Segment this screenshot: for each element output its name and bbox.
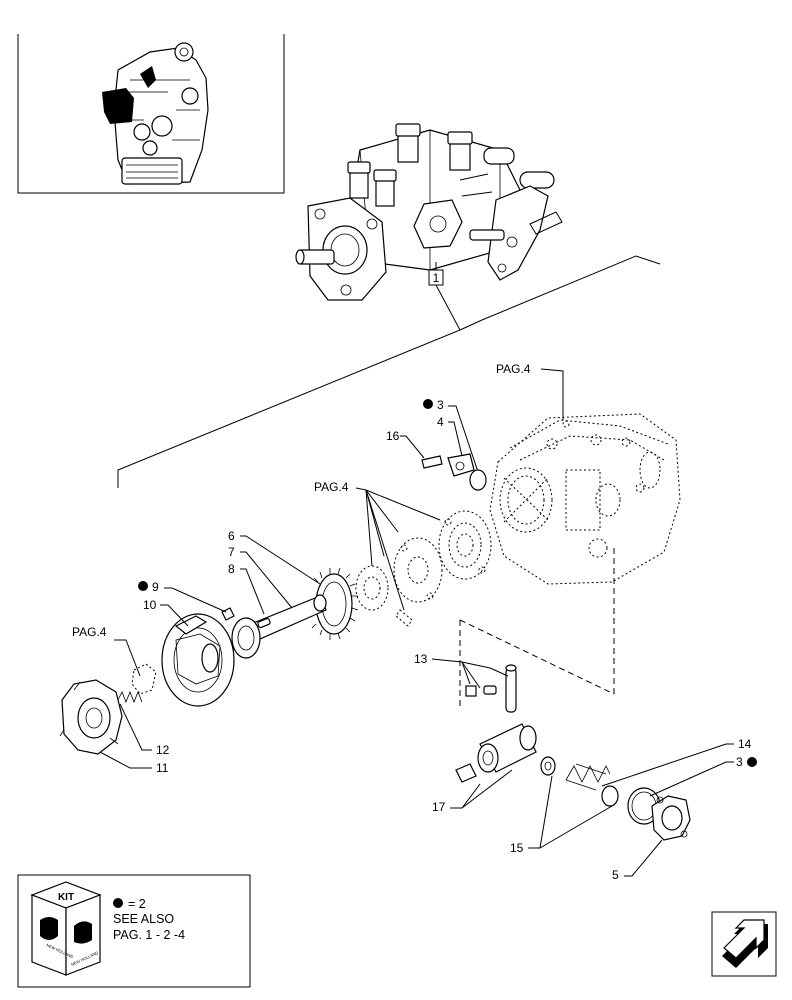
- engine-thumbnail: [102, 42, 209, 185]
- callout-label: 8: [228, 562, 235, 576]
- spring-part: [565, 763, 611, 791]
- kit-badge: KIT: [58, 892, 74, 903]
- callout-label: 5: [612, 868, 619, 882]
- callout-label: 4: [437, 415, 444, 429]
- kit-legend-line1: = 2: [128, 897, 146, 911]
- end-cap-part: [651, 795, 691, 841]
- filled-circle-icon: [113, 898, 123, 908]
- governor-cover: [59, 679, 123, 755]
- inset-frame: [17, 34, 285, 194]
- governor-weights: [161, 613, 235, 707]
- callout-label: 17: [432, 800, 446, 814]
- washer-small-part: [601, 785, 619, 807]
- engine-inset: [17, 34, 285, 194]
- page-ref-middle: PAG.4: [314, 480, 441, 611]
- page-ref-label: PAG.4: [314, 480, 349, 494]
- callout-label: 7: [228, 545, 235, 559]
- screw-part: [465, 685, 497, 697]
- callout-label: 6: [228, 529, 235, 543]
- drive-shaft: [221, 594, 327, 659]
- page-ref-label: PAG.4: [72, 625, 107, 639]
- callout-label: 3: [437, 398, 444, 412]
- callout-label: 9: [152, 580, 159, 594]
- callout-label: 14: [738, 737, 752, 751]
- page-ref-top: PAG.4: [496, 362, 564, 420]
- callout-7: 7: [228, 545, 293, 609]
- callout-10: 10: [143, 598, 189, 627]
- callout-14: 14: [601, 737, 752, 787]
- callout-3a: 3: [423, 398, 479, 473]
- washer-part: [540, 756, 556, 776]
- callout-11: 11: [99, 751, 169, 775]
- callout-label: 13: [414, 652, 428, 666]
- pin-part: [505, 664, 517, 713]
- kit-legend: KIT NEW HOLLAND NEW HOLLAND = 2 SEE ALSO…: [17, 874, 251, 988]
- callout-3b: 3: [649, 755, 757, 797]
- callout-label: 15: [510, 841, 524, 855]
- page-ref-left: PAG.4: [72, 625, 141, 677]
- pump-housing-dotted: [489, 413, 681, 585]
- callout-16: 16: [386, 429, 425, 459]
- callout-17: 17: [432, 769, 513, 814]
- next-page-arrow-icon: [722, 919, 768, 968]
- small-flange-part: [421, 453, 487, 491]
- callout-6: 6: [228, 529, 321, 585]
- callout-9: 9: [138, 580, 227, 613]
- callout-12: 12: [119, 703, 170, 757]
- governor-spring: [117, 663, 157, 704]
- callout-15: 15: [510, 775, 613, 855]
- kit-legend-line2: SEE ALSO: [113, 912, 174, 926]
- dotted-plates: [355, 510, 492, 627]
- callout-5: 5: [612, 839, 663, 882]
- callout-8: 8: [228, 562, 265, 615]
- callout-label: 1: [433, 271, 440, 285]
- filled-circle-icon: [138, 581, 148, 591]
- page-ref-label: PAG.4: [496, 362, 531, 376]
- callout-13: 13: [414, 652, 509, 689]
- callout-label: 11: [156, 761, 169, 775]
- injection-pump-assembly: [295, 123, 563, 301]
- pump-highlight: [102, 88, 134, 124]
- dashed-explode-box: [459, 548, 615, 708]
- callout-label: 16: [386, 429, 400, 443]
- next-page-button[interactable]: [711, 911, 777, 977]
- filled-circle-icon: [747, 757, 757, 767]
- callout-label: 10: [143, 598, 157, 612]
- explode-bracket: [117, 255, 661, 488]
- pump-fittings: [459, 147, 563, 281]
- callout-label: 12: [156, 743, 170, 757]
- filled-circle-icon: [423, 399, 433, 409]
- kit-legend-line3: PAG. 1 - 2 -4: [113, 928, 185, 942]
- delivery-valves: [347, 123, 473, 207]
- kit-cube-icon: KIT NEW HOLLAND NEW HOLLAND: [30, 881, 102, 976]
- callout-label: 3: [736, 755, 743, 769]
- callout-4: 4: [437, 415, 463, 457]
- bushing-part: [455, 723, 537, 783]
